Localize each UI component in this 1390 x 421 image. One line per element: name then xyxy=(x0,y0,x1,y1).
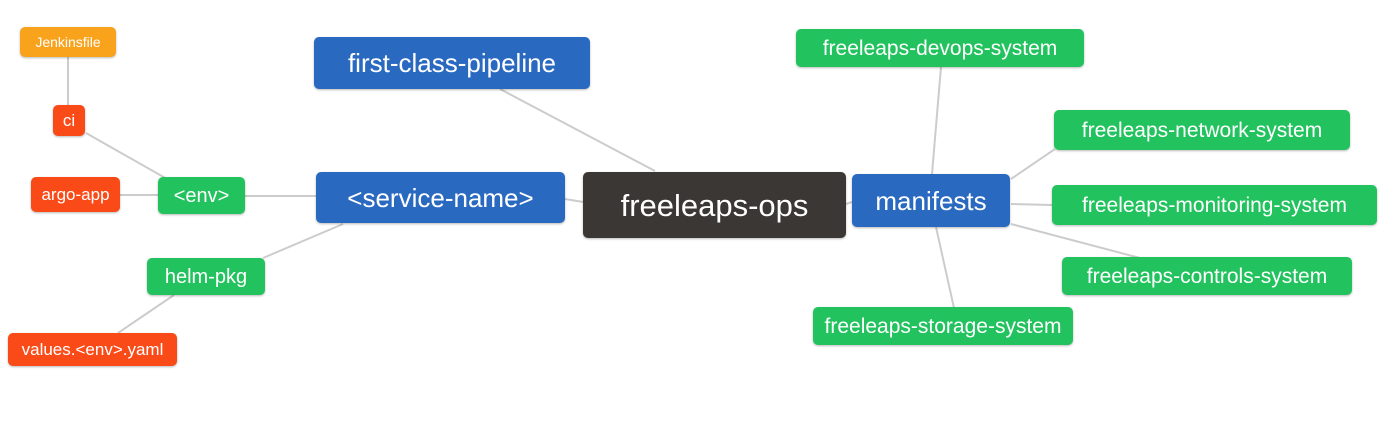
node-freeleaps-ops[interactable]: freeleaps-ops xyxy=(583,172,846,238)
node-first-class-pipeline[interactable]: first-class-pipeline xyxy=(314,37,590,89)
edge-ci-env xyxy=(85,132,168,180)
node-helm-pkg[interactable]: helm-pkg xyxy=(147,258,265,295)
node-service-name[interactable]: <service-name> xyxy=(316,172,565,223)
node-values-env-yaml[interactable]: values.<env>.yaml xyxy=(8,333,177,366)
node-ci[interactable]: ci xyxy=(53,105,85,136)
edge-manifests-devops xyxy=(931,66,942,175)
edge-manifests-controls xyxy=(1010,223,1141,259)
node-controls-system[interactable]: freeleaps-controls-system xyxy=(1062,257,1352,295)
node-manifests[interactable]: manifests xyxy=(852,174,1010,227)
edge-helm-pkg-service-name xyxy=(262,223,344,259)
node-network-system[interactable]: freeleaps-network-system xyxy=(1054,110,1350,150)
edge-helm-pkg-values xyxy=(117,294,175,334)
edge-pipeline-ops xyxy=(499,88,656,172)
node-storage-system[interactable]: freeleaps-storage-system xyxy=(813,307,1073,345)
node-devops-system[interactable]: freeleaps-devops-system xyxy=(796,29,1084,67)
edge-manifests-network xyxy=(1010,148,1056,180)
edge-service-name-ops xyxy=(564,198,584,203)
node-jenkinsfile[interactable]: Jenkinsfile xyxy=(20,27,116,57)
edge-ops-manifests xyxy=(845,201,853,205)
node-monitoring-system[interactable]: freeleaps-monitoring-system xyxy=(1052,185,1377,225)
node-env[interactable]: <env> xyxy=(158,177,245,214)
edge-manifests-monitoring xyxy=(1010,203,1053,206)
node-argo-app[interactable]: argo-app xyxy=(31,177,120,212)
edge-manifests-storage xyxy=(935,226,955,309)
